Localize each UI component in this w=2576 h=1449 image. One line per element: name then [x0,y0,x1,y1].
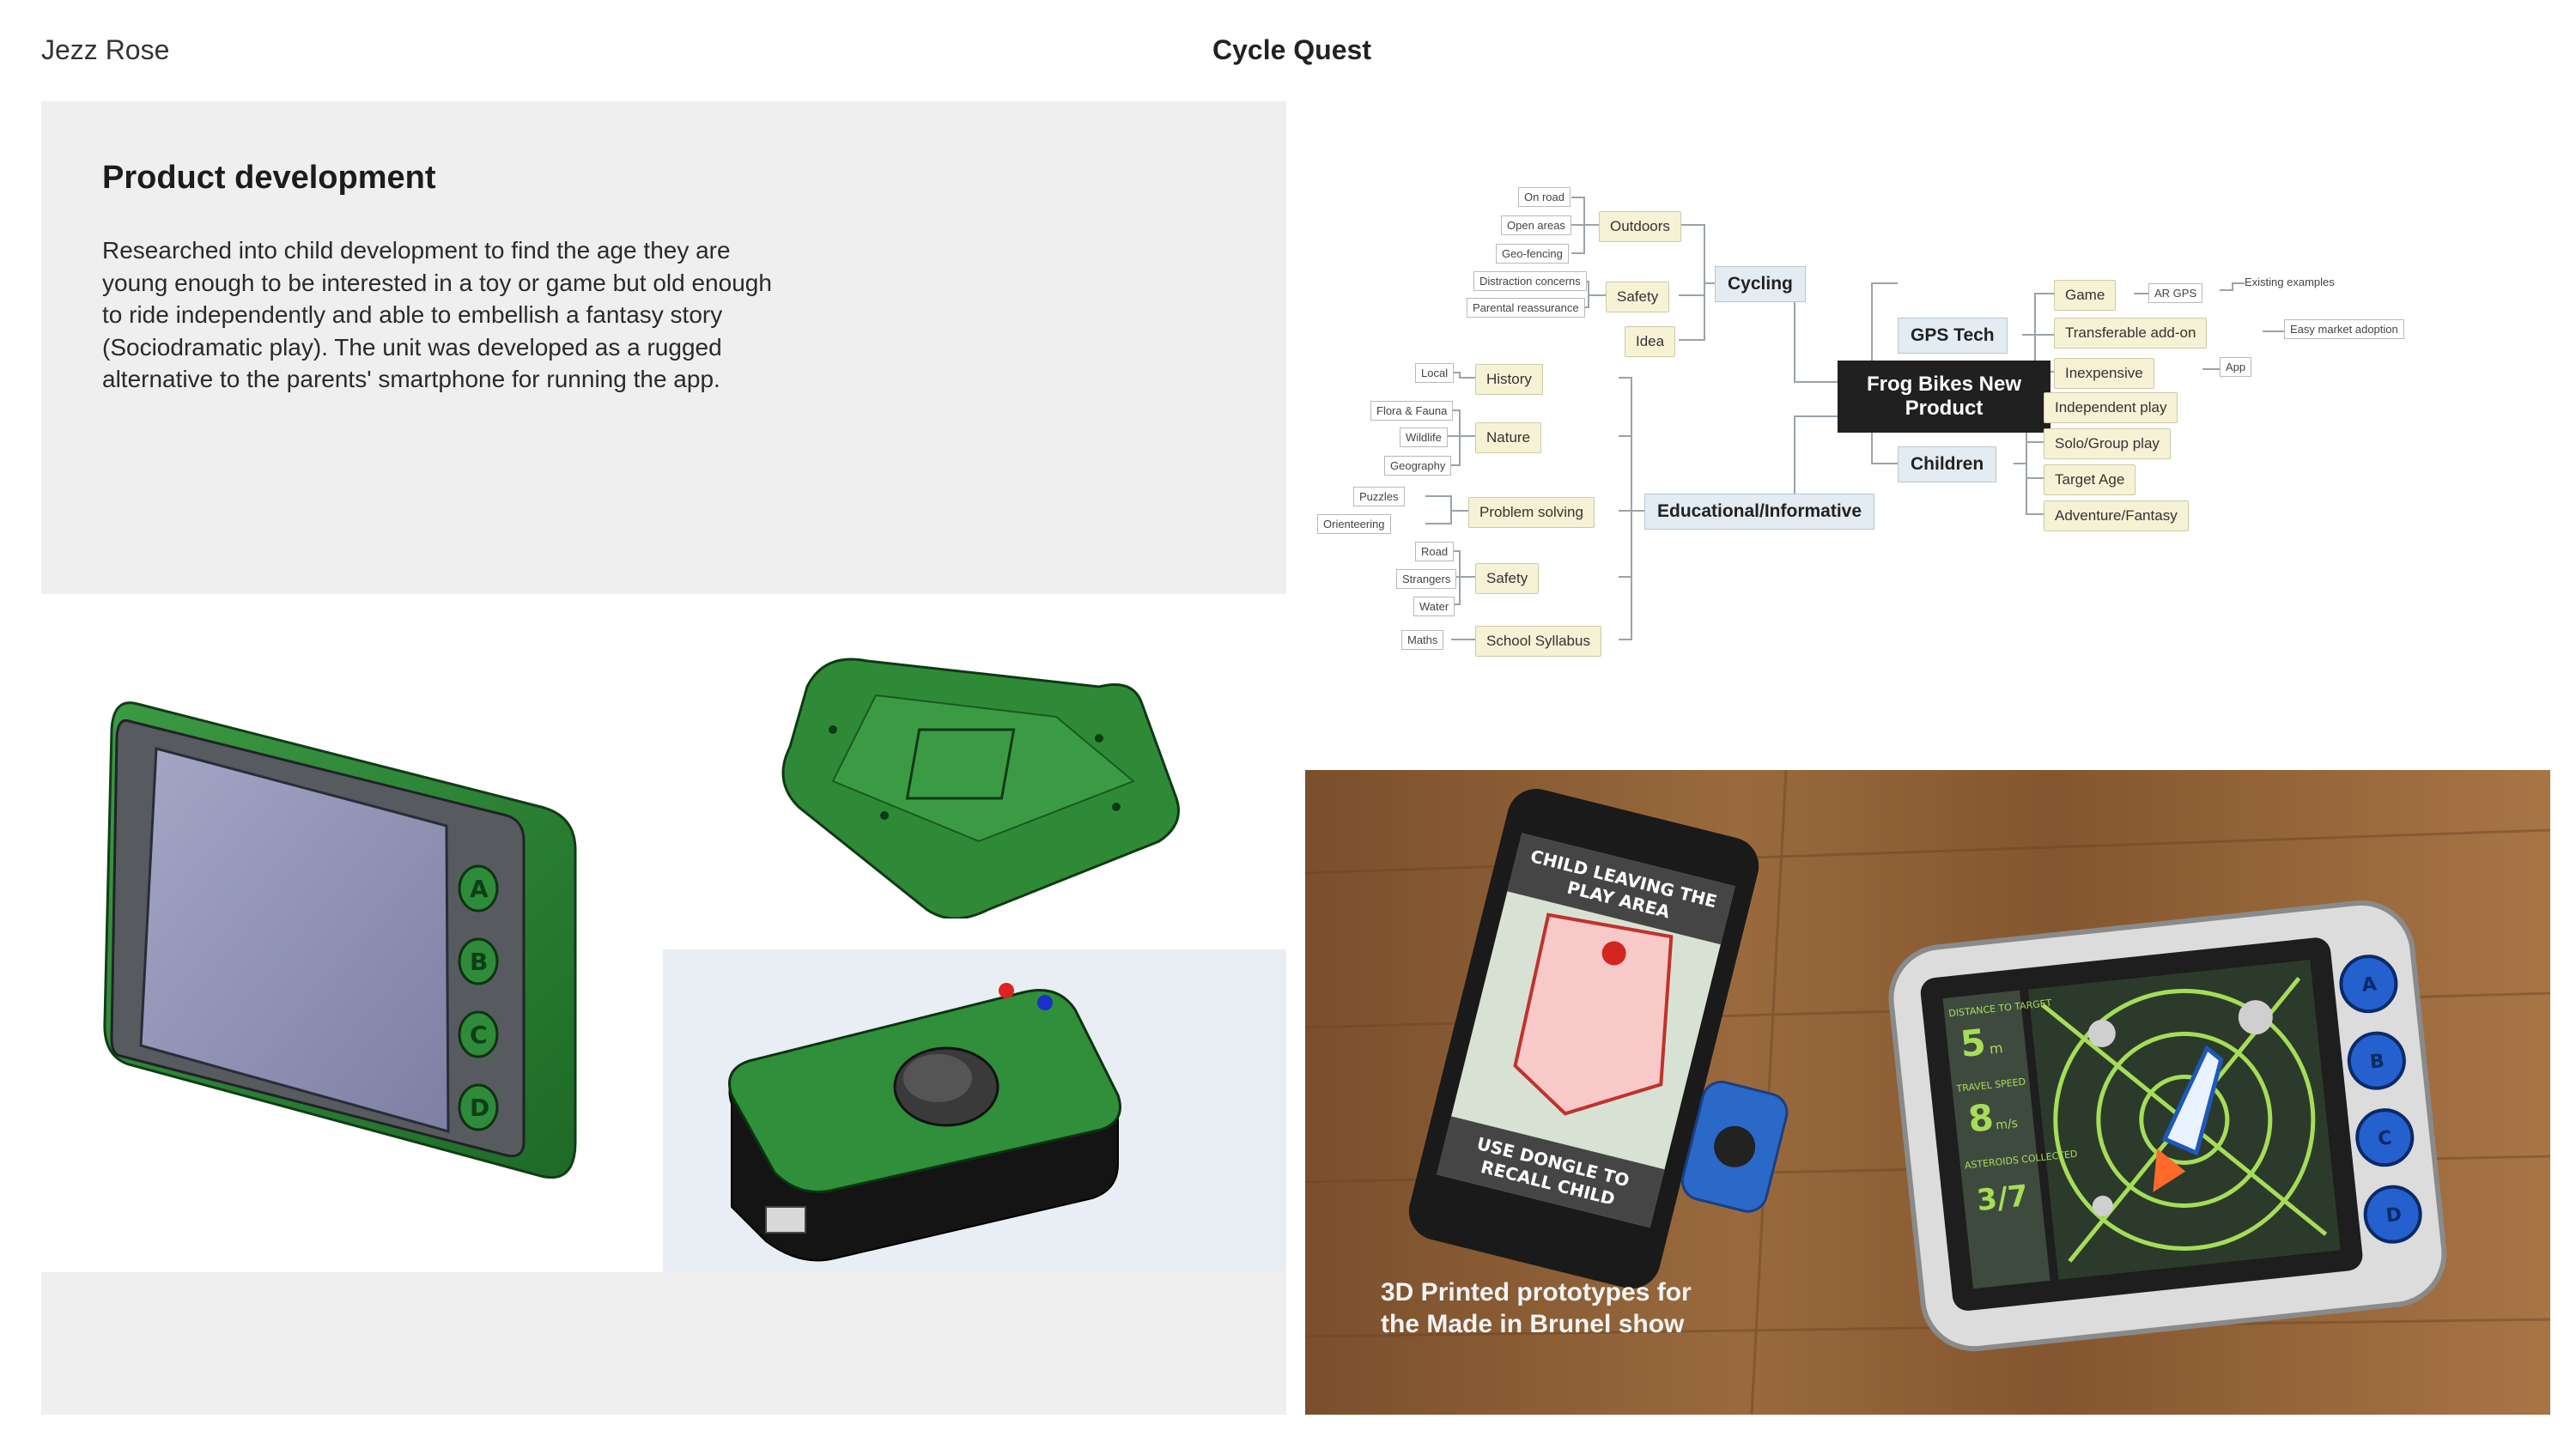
mindmap-ar-gps: AR GPS [2148,283,2203,303]
description-panel: Product development Researched into chil… [41,101,1286,594]
section-body: Researched into child development to fin… [102,237,772,392]
mindmap-root-line1: Frog Bikes New [1866,373,2022,396]
handheld-button-b: B [470,948,488,976]
prototype-button-d: D [2385,1204,2403,1228]
mindmap-app: App [2220,357,2252,377]
prototype-button-c: C [2377,1127,2393,1150]
prototype-photo: CHILD LEAVING THE PLAY AREA USE DONGLE T… [1305,770,2550,1415]
mindmap-educational: Educational/Informative [1644,494,1875,530]
mindmap-adoption: Easy market adoption [2284,319,2404,339]
mindmap-water: Water [1413,597,1455,616]
handheld-button-c: C [470,1021,488,1049]
mindmap-idea: Idea [1625,326,1676,357]
mindmap-nature: Nature [1475,422,1542,453]
hud-distance-unit: m [1989,1040,2003,1058]
mindmap-root: Frog Bikes New Product [1838,361,2050,433]
mindmap-syllabus: School Syllabus [1475,626,1601,657]
hud-asteroids-value: 3/7 [1975,1179,2030,1218]
hud-distance-value: 5 [1959,1021,1988,1065]
handheld-button-d: D [470,1094,489,1122]
bottom-panel [41,1272,1286,1415]
handheld-button-a: A [470,875,489,903]
prototype-button-b: B [2369,1051,2385,1074]
mindmap-edu-safety: Safety [1475,563,1540,594]
mindmap-geography: Geography [1384,456,1452,476]
mindmap-on-road: On road [1518,187,1571,207]
mindmap-independent: Independent play [2044,392,2178,423]
mindmap-children: Children [1898,446,1997,482]
mindmap-puzzles: Puzzles [1353,487,1405,506]
photo-caption: 3D Printed prototypes for the Made in Br… [1381,1276,1692,1340]
mindmap-age: Target Age [2044,464,2136,495]
mindmap-strangers: Strangers [1396,569,1457,589]
mindmap-existing-examples: Existing examples [2245,276,2335,288]
photo-caption-line1: 3D Printed prototypes for [1381,1278,1692,1307]
mindmap-local: Local [1415,363,1455,383]
section-title: Product development [102,160,436,196]
mindmap-game: Game [2054,280,2117,311]
photo-caption-line2: the Made in Brunel show [1381,1310,1685,1338]
mindmap-solo: Solo/Group play [2044,428,2171,459]
mindmap-outdoors: Outdoors [1599,211,1681,242]
mindmap-reassurance: Parental reassurance [1467,298,1585,318]
hud-speed-value: 8 [1966,1096,1996,1141]
mind-map: Frog Bikes New Product Cycling Outdoors … [1288,163,2559,678]
mindmap-inexpensive: Inexpensive [2054,358,2154,389]
project-title: Cycle Quest [1212,34,1371,65]
mindmap-distraction: Distraction concerns [1473,271,1587,291]
mindmap-geo-fencing: Geo-fencing [1496,244,1569,264]
mindmap-adventure: Adventure/Fantasy [2044,500,2189,531]
hud-speed-unit: m/s [1996,1117,2019,1133]
mindmap-maths: Maths [1401,630,1444,650]
mindmap-history: History [1475,364,1543,395]
author-name: Jezz Rose [41,34,170,65]
mindmap-orienteering: Orienteering [1317,514,1391,534]
mindmap-gps-tech: GPS Tech [1898,318,2008,354]
mindmap-wildlife: Wildlife [1400,427,1448,447]
mindmap-cycling: Cycling [1715,266,1806,302]
mindmap-road: Road [1415,542,1455,561]
mindmap-open-areas: Open areas [1501,215,1571,235]
mindmap-cycling-safety: Safety [1606,282,1670,312]
mindmap-addon: Transferable add-on [2054,318,2208,349]
mindmap-root-line2: Product [1905,397,1984,420]
cad-handheld-back-render [773,635,1202,919]
mindmap-problem-solving: Problem solving [1468,497,1595,528]
prototype-button-a: A [2360,973,2378,997]
mindmap-flora: Flora & Fauna [1370,401,1454,421]
cad-dongle-render [663,949,1286,1272]
cad-handheld-render: A B C D [77,678,610,1193]
